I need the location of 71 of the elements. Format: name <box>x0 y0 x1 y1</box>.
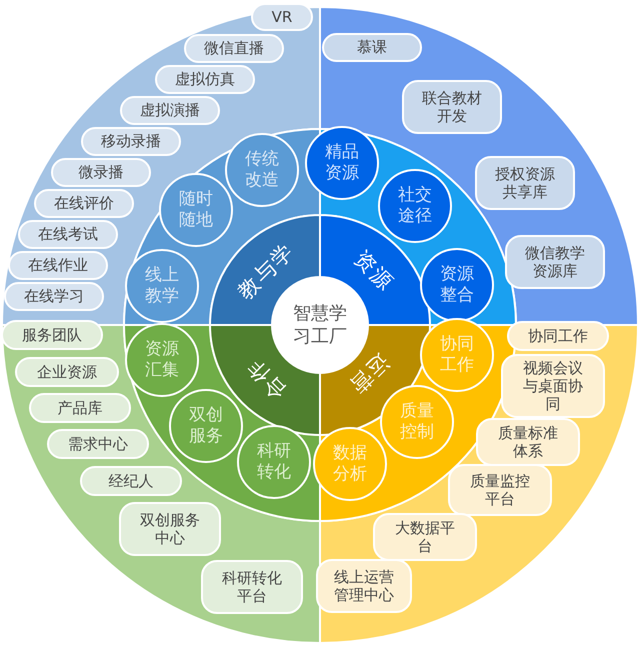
pill-label: 在线作业 <box>28 256 88 274</box>
sector-label: 合作 <box>240 352 292 405</box>
item-pill <box>316 559 412 613</box>
circle-label: 传统改造 <box>244 148 280 192</box>
item-pill <box>51 158 151 186</box>
item-pill <box>4 282 104 310</box>
pill-label: 授权资源共享库 <box>494 165 556 201</box>
circle-label: 资源整合 <box>438 264 475 306</box>
pill-label: 在线学习 <box>24 287 84 305</box>
circle-label: 双创服务 <box>188 404 224 448</box>
item-pill <box>29 393 131 423</box>
pill-label: VR <box>272 8 292 26</box>
pill-label: 大数据平台 <box>394 519 456 555</box>
pill-label: 虚拟演播 <box>140 101 200 119</box>
item-pill <box>184 34 284 62</box>
item-pill <box>1 320 103 350</box>
pill-label: 微录播 <box>78 163 124 181</box>
pill-label: 线上运营管理中心 <box>333 568 395 604</box>
item-pill <box>80 466 182 496</box>
pill-label: 产品库 <box>58 399 102 417</box>
item-pill <box>120 96 220 124</box>
item-pill <box>501 354 605 418</box>
item-pill <box>18 220 118 248</box>
pill-label: 移动录播 <box>101 132 161 150</box>
pill-label: 需求中心 <box>68 435 128 453</box>
sector-label: 资源 <box>348 246 400 298</box>
pill-label: 在线考试 <box>38 225 98 243</box>
pill-label: 双创服务中心 <box>139 511 201 547</box>
pill-label: 虚拟仿真 <box>175 70 235 88</box>
pill-label: 科研转化平台 <box>221 569 283 605</box>
pill-label: 质量监控平台 <box>469 472 531 508</box>
pill-label: 协同工作 <box>528 327 588 345</box>
circle-label: 资源汇集 <box>144 338 180 382</box>
item-pill <box>47 429 149 459</box>
item-pill <box>201 560 303 614</box>
pill-label: 微信教学资源库 <box>524 244 586 280</box>
item-pill <box>251 3 313 31</box>
item-pill <box>15 357 119 387</box>
circle-label: 随时随地 <box>178 188 214 232</box>
pill-label: 微信直播 <box>204 39 264 57</box>
item-pill <box>373 513 477 561</box>
item-pill <box>505 235 605 289</box>
item-pill <box>155 64 255 94</box>
sector-label: 教与学 <box>232 237 300 304</box>
pill-label: 经纪人 <box>108 472 154 490</box>
pill-label: 慕课 <box>357 38 387 56</box>
pill-label: 企业资源 <box>37 363 97 381</box>
item-pill <box>448 464 552 516</box>
pill-label: 在线评价 <box>54 194 114 212</box>
circle-label: 协同工作 <box>438 334 475 376</box>
circle-label: 质量控制 <box>398 400 435 444</box>
item-pill <box>81 126 181 156</box>
item-pill <box>476 418 580 466</box>
item-pill <box>507 321 609 351</box>
circle-label: 科研转化 <box>256 440 292 484</box>
pill-label: 联合教材开发 <box>421 89 483 125</box>
item-pill <box>34 188 134 218</box>
circle-label: 社交途径 <box>396 184 433 228</box>
item-pill <box>8 250 108 280</box>
circle-label: 精品资源 <box>324 142 360 184</box>
item-pill <box>119 502 221 556</box>
circle-label: 数据分析 <box>332 442 368 486</box>
pill-label: 服务团队 <box>22 326 82 344</box>
center-title: 智慧学习工厂 <box>292 302 348 348</box>
item-pill <box>322 32 422 62</box>
sector-label: 运营 <box>344 348 396 401</box>
item-pill <box>402 80 502 134</box>
pill-label: 质量标准体系 <box>497 424 559 460</box>
item-pill <box>475 156 575 210</box>
circle-label: 线上教学 <box>144 264 180 308</box>
pill-label: 视频会议与桌面协同 <box>522 359 584 413</box>
